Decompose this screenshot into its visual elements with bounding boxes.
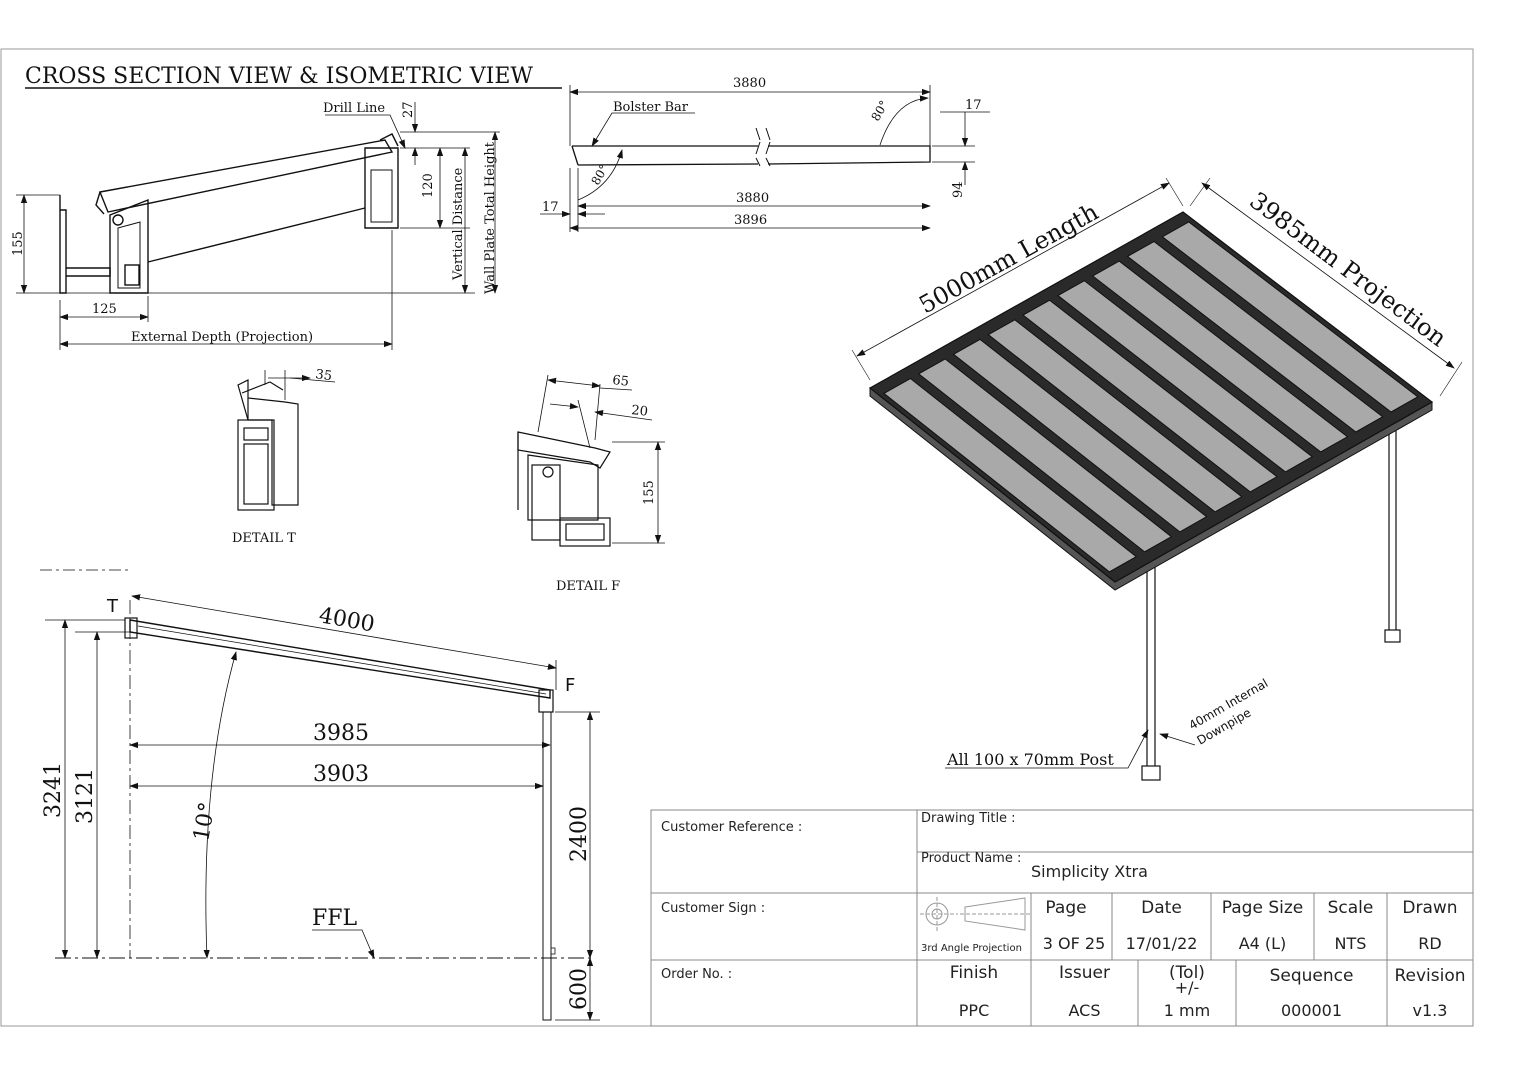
scale-value: NTS [1334, 934, 1367, 953]
bolster-dim-top: 3880 [733, 76, 766, 91]
order-no-label: Order No. : [661, 967, 733, 982]
detail-f-label: DETAIL F [556, 579, 620, 594]
bolster-bar-view [540, 85, 990, 232]
bolster-label: Bolster Bar [613, 100, 689, 115]
detail-f-drawing [517, 374, 665, 547]
projection-caption: 3rd Angle Projection [921, 943, 1022, 954]
dim-125: 125 [92, 302, 117, 317]
issuer-header: Issuer [1059, 963, 1110, 983]
customer-reference-label: Customer Reference : [661, 820, 803, 835]
sequence-value: 000001 [1280, 1001, 1343, 1020]
page-size-value: A4 (L) [1238, 934, 1287, 953]
dim-120: 120 [421, 173, 436, 198]
tol-sign: +/- [1174, 978, 1200, 997]
page-header: Page [1045, 898, 1087, 918]
bolster-angle-right: 80° [868, 98, 891, 123]
post-note-label: All 100 x 70mm Post [946, 750, 1114, 769]
page-size-header: Page Size [1221, 898, 1304, 918]
isometric-view [851, 177, 1463, 781]
projection-symbol [920, 897, 1030, 931]
dim-600: 600 [567, 968, 592, 1010]
dim-3121: 3121 [73, 768, 98, 824]
drawn-value: RD [1418, 934, 1442, 953]
angle-10: 10° [189, 800, 220, 843]
date-header: Date [1141, 898, 1182, 918]
drawing-title-label: Drawing Title : [921, 811, 1016, 826]
dim-3985: 3985 [313, 721, 369, 746]
dim-27: 27 [401, 101, 416, 118]
scale-header: Scale [1327, 898, 1374, 918]
detail-f-dim-65: 65 [612, 373, 630, 390]
bolster-angle-left: 80° [588, 162, 611, 187]
tol-header: (Tol) [1169, 963, 1205, 983]
page-value: 3 OF 25 [1042, 934, 1106, 953]
bolster-dim-bottom: 3896 [734, 213, 767, 228]
section-title: CROSS SECTION VIEW & ISOMETRIC VIEW [25, 64, 533, 89]
side-view-drawing [40, 569, 600, 1021]
detail-t-drawing [237, 370, 336, 511]
bolster-dim-94: 94 [951, 181, 966, 198]
dim-3241: 3241 [41, 762, 66, 818]
drill-line-label: Drill Line [323, 101, 385, 116]
title-block-grid [650, 809, 1474, 1027]
dim-3903: 3903 [313, 762, 369, 787]
glazing-panel [917, 358, 1173, 553]
detail-f-dim-155: 155 [642, 480, 657, 505]
marker-f: F [565, 675, 575, 696]
glazing-panel [883, 377, 1138, 573]
customer-sign-label: Customer Sign : [661, 901, 766, 916]
detail-t-dim-35: 35 [314, 367, 332, 384]
vertical-distance-label: Vertical Distance [451, 167, 466, 281]
dim-2400: 2400 [567, 806, 592, 862]
marker-t: T [106, 596, 119, 617]
detail-t-label: DETAIL T [232, 531, 296, 546]
issuer-value: ACS [1068, 1001, 1101, 1020]
ffl-label: FFL [312, 906, 358, 931]
finish-value: PPC [958, 1001, 990, 1020]
tol-value: 1 mm [1163, 1001, 1211, 1020]
external-depth-label: External Depth (Projection) [131, 330, 313, 345]
revision-value: v1.3 [1412, 1001, 1448, 1020]
dim-155: 155 [11, 231, 26, 256]
sequence-header: Sequence [1269, 966, 1354, 986]
cross-section-view [16, 102, 500, 350]
product-name-value: Simplicity Xtra [1031, 862, 1148, 881]
date-value: 17/01/22 [1125, 934, 1198, 953]
wall-plate-height-label: Wall Plate Total Height [483, 141, 498, 294]
dim-4000: 4000 [317, 603, 376, 637]
drawn-header: Drawn [1402, 898, 1458, 918]
revision-header: Revision [1394, 966, 1466, 986]
product-name-label: Product Name : [921, 851, 1022, 866]
finish-header: Finish [949, 963, 999, 983]
bolster-dim-17-left: 17 [542, 200, 559, 215]
detail-f-dim-20: 20 [631, 403, 649, 420]
bolster-dim-mid: 3880 [736, 191, 769, 206]
bolster-dim-17-right: 17 [965, 98, 982, 113]
